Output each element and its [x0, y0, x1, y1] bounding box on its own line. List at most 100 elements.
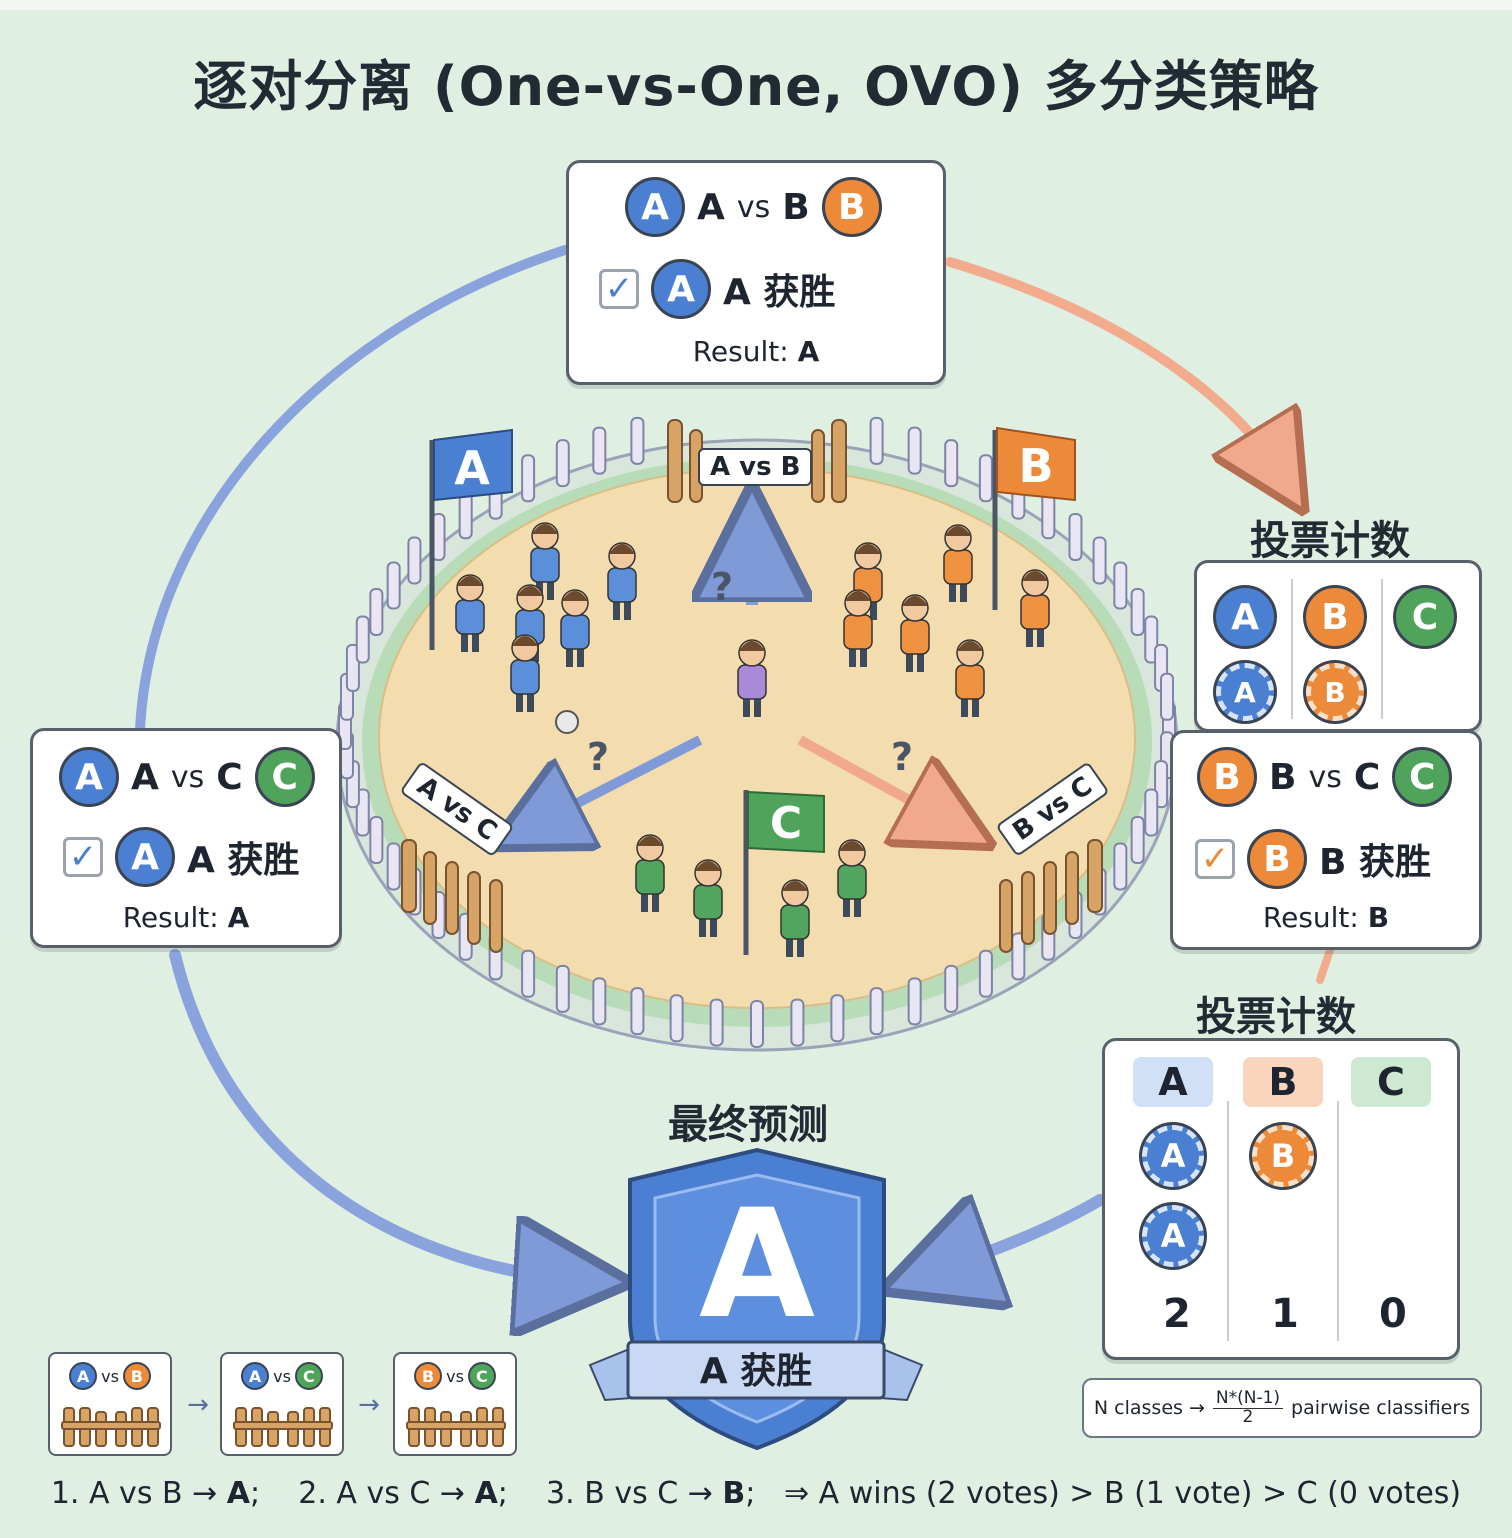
summary-line: 1. A vs B → A; 2. A vs C → A; 3. B vs C …	[50, 1476, 1462, 1511]
team-a-players	[455, 522, 637, 712]
fence-picket	[630, 416, 645, 465]
tally-divider-1	[1227, 1101, 1229, 1341]
vote-tally-label-bottom: 投票计数	[1196, 994, 1356, 1040]
gate-left	[401, 839, 503, 953]
fence-picket	[869, 416, 884, 465]
cycle-arrow-left-upper	[135, 245, 570, 735]
flag-c-label: C	[770, 798, 802, 849]
winner-badge: A	[651, 259, 711, 319]
sign-a-vs-b: A vs B	[698, 448, 813, 486]
tally-col-a: A A A	[1133, 1057, 1213, 1267]
question-mark-1: ?	[711, 565, 733, 609]
fence-picket	[369, 816, 384, 865]
checkbox-icon: ✓	[1195, 839, 1235, 879]
mini-matchup: B vs C	[395, 1362, 515, 1390]
player-figure	[607, 542, 637, 620]
fence-picket	[369, 587, 384, 636]
left-label: B	[1269, 756, 1297, 798]
player-figure	[455, 574, 485, 652]
mini-badge-left: A	[241, 1362, 270, 1390]
player-figure	[693, 859, 723, 937]
cycle-arrow-right-lower	[1316, 946, 1334, 984]
class-a-badge: A	[1213, 585, 1277, 649]
class-a-badge: A	[625, 177, 685, 237]
fence-picket	[978, 949, 993, 998]
gate-right	[999, 839, 1103, 953]
top-strip	[0, 0, 1512, 10]
match-card-a-vs-b: A A vs B B ✓ A A 获胜 Result: A	[566, 160, 946, 385]
vote-tally-top: A A B B C	[1194, 560, 1482, 732]
match-card-b-vs-c: B B vs C C ✓ B B 获胜 Result: B	[1170, 730, 1482, 950]
fence-picket	[521, 949, 536, 998]
soccer-ball	[555, 710, 579, 734]
formula-prefix: N classes →	[1093, 1397, 1205, 1419]
winner-row: ✓ B B 获胜	[1195, 829, 1431, 889]
team-c-players	[635, 834, 867, 957]
final-shield: A A 获胜	[588, 1147, 924, 1451]
tally-col-a: A A	[1213, 585, 1277, 721]
fence-picket	[907, 977, 922, 1026]
vote-chip-a-1: A	[1142, 1125, 1204, 1187]
vs-label: vs	[1308, 759, 1342, 795]
tally-divider-2	[1381, 579, 1383, 719]
arrow-to-bc	[797, 735, 960, 828]
matchup-row: A A vs B B	[625, 177, 882, 237]
fence-picket	[830, 994, 845, 1043]
class-b-badge: B	[1303, 585, 1367, 649]
player-figure	[780, 879, 810, 957]
match-card-a-vs-c: A A vs C C ✓ A A 获胜 Result: A	[30, 728, 342, 948]
question-mark-3: ?	[891, 735, 913, 779]
tally-col-b: B B	[1243, 1057, 1323, 1187]
team-b-players	[843, 524, 1050, 717]
winner-badge: B	[1247, 829, 1307, 889]
mini-badge-left: B	[414, 1362, 443, 1390]
formula-denominator: 2	[1242, 1406, 1254, 1427]
mini-vs: vs	[273, 1366, 291, 1386]
fence-picket	[386, 842, 401, 891]
checkbox-icon: ✓	[599, 269, 639, 309]
formula-fraction: N*(N-1) 2	[1212, 1389, 1284, 1427]
vote-chip-a-2: A	[1142, 1205, 1204, 1267]
mini-arrow-2: →	[358, 1390, 380, 1420]
player-figure	[955, 639, 985, 717]
column-header-c: C	[1351, 1057, 1431, 1107]
mini-step-1: A vs B	[48, 1352, 172, 1456]
fence-picket	[944, 964, 959, 1013]
player-figure	[1020, 569, 1050, 647]
winner-badge: A	[115, 827, 175, 887]
left-label: A	[697, 186, 725, 228]
winner-row: ✓ A A 获胜	[63, 827, 299, 887]
fence-picket	[978, 454, 993, 503]
fence-picket	[458, 491, 473, 540]
mini-step-3: B vs C	[393, 1352, 517, 1456]
mini-fence-icon	[406, 1407, 506, 1447]
winner-text: A 获胜	[723, 272, 836, 313]
winner-text: B 获胜	[1319, 842, 1431, 883]
question-mark-2: ?	[587, 735, 609, 779]
mini-matchup: A vs C	[222, 1362, 342, 1390]
flag-a-label: A	[454, 441, 490, 495]
vote-chip-a: A	[1216, 663, 1274, 721]
column-header-b: B	[1243, 1057, 1323, 1107]
class-c-badge: C	[1392, 747, 1453, 807]
formula-numerator: N*(N-1)	[1212, 1389, 1284, 1409]
shield-letter: A	[699, 1178, 815, 1352]
page-title: 逐对分离 (One-vs-One, OVO) 多分类策略	[193, 55, 1319, 118]
result-line: Result: A	[122, 901, 250, 934]
right-label: C	[216, 756, 243, 798]
tally-col-c: C	[1393, 585, 1457, 649]
cycle-arrow-left-lower	[169, 949, 585, 1280]
fence-picket	[355, 615, 370, 664]
fence-picket	[555, 964, 570, 1013]
class-c-badge: C	[1393, 585, 1457, 649]
mini-badge-right: C	[467, 1362, 496, 1390]
fence-picket	[1113, 561, 1128, 610]
right-label: B	[782, 186, 810, 228]
matchup-row: B B vs C C	[1197, 747, 1453, 807]
player-figure	[943, 524, 973, 602]
tally-col-c: C	[1351, 1057, 1431, 1107]
vs-label: vs	[736, 189, 771, 225]
fence-picket	[630, 987, 645, 1036]
class-b-badge: B	[1197, 747, 1257, 807]
player-figure	[510, 634, 540, 712]
